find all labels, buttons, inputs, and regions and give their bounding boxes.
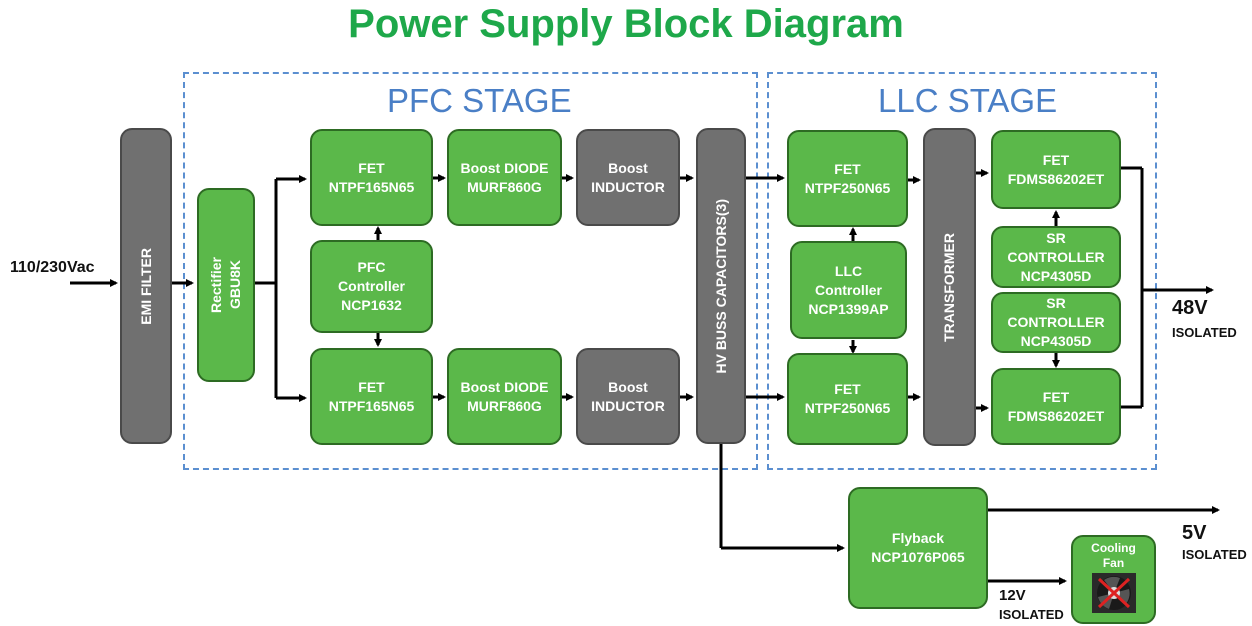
- llc-fet-top-block: FET NTPF250N65: [787, 130, 908, 227]
- llc-stage-title: LLC STAGE: [878, 82, 1058, 119]
- llc-stage-box: [767, 72, 1157, 470]
- hv-buss-capacitors-block: HV BUSS CAPACITORS(3): [696, 128, 746, 444]
- output-5v-note: ISOLATED: [1182, 547, 1247, 562]
- emi-filter-block: EMI FILTER: [120, 128, 172, 444]
- output-12v-voltage: 12V: [999, 587, 1026, 604]
- pfc-stage-box: [183, 72, 758, 470]
- boost-inductor-top-block: Boost INDUCTOR: [576, 129, 680, 226]
- flyback-block: Flyback NCP1076P065: [848, 487, 988, 609]
- boost-diode-top-block: Boost DIODE MURF860G: [447, 129, 562, 226]
- boost-inductor-bottom-block: Boost INDUCTOR: [576, 348, 680, 445]
- output-48v-voltage: 48V: [1172, 297, 1208, 319]
- hv-buss-capacitors-label: HV BUSS CAPACITORS(3): [712, 198, 729, 374]
- boost-diode-bottom-block: Boost DIODE MURF860G: [447, 348, 562, 445]
- fan-icon: [1091, 573, 1136, 613]
- transformer-block: TRANSFORMER: [923, 128, 976, 446]
- sr-fet-top-block: FET FDMS86202ET: [991, 130, 1121, 209]
- cooling-fan-block: Cooling Fan: [1071, 535, 1156, 624]
- llc-fet-bottom-block: FET NTPF250N65: [787, 353, 908, 445]
- sr-fet-bottom-block: FET FDMS86202ET: [991, 368, 1121, 445]
- input-voltage-label: 110/230Vac: [10, 259, 95, 276]
- output-5v-voltage: 5V: [1182, 522, 1207, 544]
- sr-controller-bottom-block: SR CONTROLLER NCP4305D: [991, 292, 1121, 353]
- rectifier-label: Rectifier GBU8K: [208, 256, 243, 314]
- emi-filter-label: EMI FILTER: [137, 247, 154, 325]
- llc-controller-block: LLC Controller NCP1399AP: [790, 241, 907, 339]
- pfc-stage-title: PFC STAGE: [387, 82, 572, 119]
- output-12v-note: ISOLATED: [999, 607, 1064, 622]
- pfc-fet-bottom-block: FET NTPF165N65: [310, 348, 433, 445]
- sr-controller-top-block: SR CONTROLLER NCP4305D: [991, 226, 1121, 288]
- pfc-fet-top-block: FET NTPF165N65: [310, 129, 433, 226]
- cooling-fan-label: Cooling Fan: [1091, 541, 1136, 570]
- pfc-controller-block: PFC Controller NCP1632: [310, 240, 433, 333]
- output-48v-note: ISOLATED: [1172, 325, 1237, 340]
- transformer-label: TRANSFORMER: [941, 232, 957, 342]
- rectifier-block: Rectifier GBU8K: [197, 188, 255, 382]
- diagram-title: Power Supply Block Diagram: [348, 2, 904, 46]
